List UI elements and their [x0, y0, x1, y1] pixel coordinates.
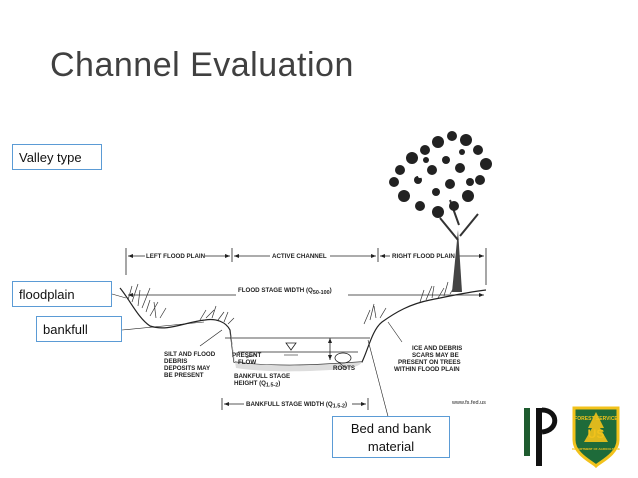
silt-label-line1: SILT AND FLOOD — [164, 351, 216, 358]
forest-service-top-text: FOREST SERVICE — [574, 416, 618, 422]
silt-label-line4: BE PRESENT — [164, 372, 204, 379]
silt-label-line3: DEPOSITS MAY — [164, 365, 211, 372]
right-bank-vegetation — [363, 281, 457, 325]
forest-service-shield-logo: FOREST SERVICE US DEPARTMENT OF AGRICULT… — [572, 406, 620, 469]
channel-bed-shading — [230, 330, 362, 372]
present-flow-line2: FLOW — [238, 359, 256, 366]
ip-logo — [524, 407, 558, 466]
source-url: www.fs.fed.us — [451, 400, 486, 406]
rock-shape — [334, 352, 352, 364]
bed-and-bank-material-callout: Bed and bank material — [332, 416, 450, 458]
ice-label-line3: PRESENT ON TREES — [398, 359, 461, 366]
dimension-arrowheads — [128, 254, 484, 406]
floodplain-callout: floodplain — [12, 281, 112, 307]
ice-label-line1: ICE AND DEBRIS — [412, 345, 462, 352]
label-leader-lines — [111, 293, 403, 425]
present-flow-line1: PRESENT — [232, 352, 261, 359]
silt-label-line2: DEBRIS — [164, 358, 187, 365]
left-flood-plain-label: LEFT FLOOD PLAIN — [146, 253, 206, 260]
water-level-symbol — [285, 342, 297, 351]
roots-label: ROOTS — [333, 365, 355, 372]
right-flood-plain-label: RIGHT FLOOD PLAIN — [392, 253, 455, 260]
bankfull-stage-line1: BANKFULL STAGE — [234, 373, 290, 380]
ground-profile — [119, 287, 487, 366]
ice-label-line2: SCARS MAY BE — [412, 352, 459, 359]
tree-illustration — [389, 131, 492, 292]
forest-service-us-text: US — [588, 427, 605, 441]
active-channel-label: ACTIVE CHANNEL — [272, 253, 327, 260]
bankfull-width-label: BANKFULL STAGE WIDTH (Q1.5-2) — [246, 401, 347, 410]
flood-stage-width-label: FLOOD STAGE WIDTH (Q50-100) — [238, 287, 332, 296]
forest-service-bottom-text: DEPARTMENT OF AGRICULTURE — [572, 447, 620, 451]
slide-title: Channel Evaluation — [50, 46, 354, 84]
left-bank-vegetation — [127, 283, 235, 325]
zone-dimension-lines — [125, 248, 487, 410]
ice-label-line4: WITHIN FLOOD PLAIN — [394, 366, 460, 373]
bankfull-callout: bankfull — [36, 316, 122, 342]
bankfull-stage-line2: HEIGHT (Q1.5-2) — [234, 380, 280, 389]
valley-type-callout: Valley type — [12, 144, 102, 170]
